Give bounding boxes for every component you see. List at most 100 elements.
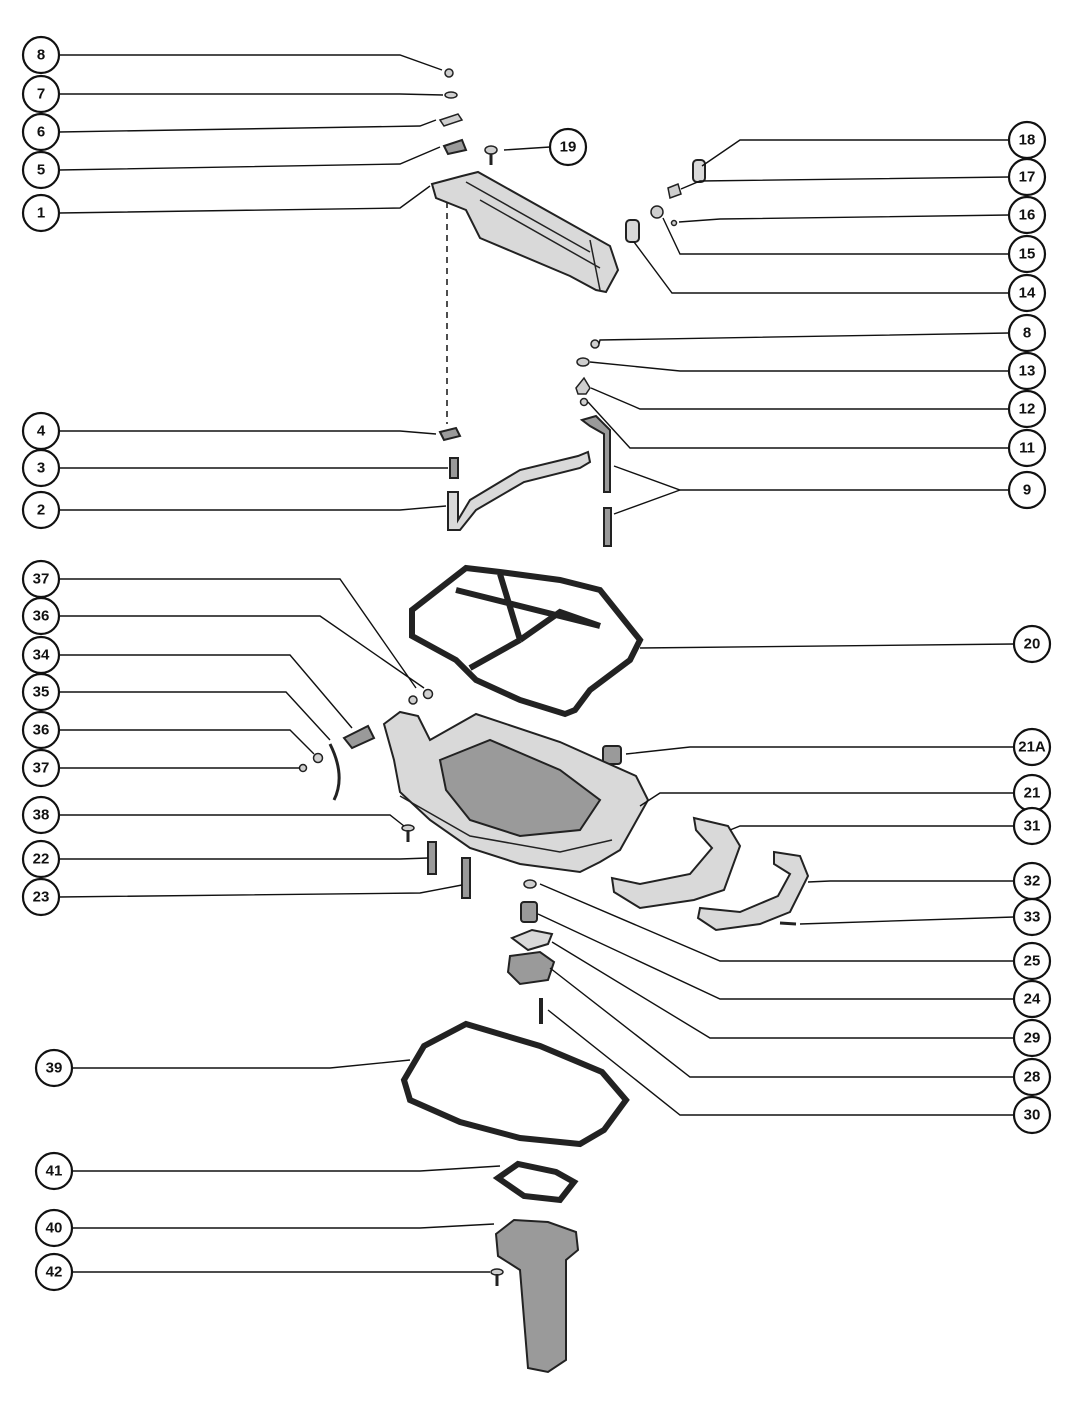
part-28-housing	[506, 950, 556, 986]
part-37a-washer	[408, 695, 418, 705]
part-36a-nut	[422, 688, 434, 700]
callout-8-top: 8	[21, 35, 61, 75]
callout-15: 15	[1007, 234, 1047, 274]
part-22-stud	[427, 841, 437, 875]
svg-text:34: 34	[33, 647, 50, 664]
svg-text:13: 13	[1019, 363, 1036, 380]
part-36b-nut	[312, 752, 324, 764]
callout-6: 6	[21, 112, 61, 152]
part-12-bushing	[575, 376, 591, 395]
callout-8-right: 8	[1007, 313, 1047, 353]
callout-20: 20	[1012, 624, 1052, 664]
callout-21: 21	[1012, 773, 1052, 813]
callout-32: 32	[1012, 861, 1052, 901]
svg-text:15: 15	[1019, 246, 1036, 263]
part-9-shift-shaft-upper	[579, 414, 611, 493]
callout-9: 9	[1007, 470, 1047, 510]
part-16-cotter	[670, 219, 678, 227]
svg-text:11: 11	[1019, 440, 1035, 457]
part-11-washer	[579, 397, 589, 407]
part-5-bracket	[442, 138, 468, 156]
svg-text:35: 35	[33, 684, 50, 701]
leader-lines	[58, 54, 1015, 1273]
svg-text:33: 33	[1024, 909, 1041, 926]
part-34-fitting	[342, 724, 376, 750]
svg-text:30: 30	[1024, 1107, 1041, 1124]
callout-16: 16	[1007, 195, 1047, 235]
callout-19: 19	[548, 127, 588, 167]
svg-text:16: 16	[1019, 207, 1036, 224]
callout-28: 28	[1012, 1057, 1052, 1097]
part-14-bushing	[625, 219, 640, 243]
svg-text:9: 9	[1023, 482, 1031, 499]
callout-42: 42	[34, 1252, 74, 1292]
svg-text:2: 2	[37, 502, 45, 519]
callout-29: 29	[1012, 1018, 1052, 1058]
svg-text:42: 42	[46, 1264, 63, 1281]
part-31-seal	[610, 816, 742, 910]
svg-text:14: 14	[1019, 285, 1036, 302]
svg-text:41: 41	[46, 1163, 63, 1180]
callout-39: 39	[34, 1048, 74, 1088]
callout-17: 17	[1007, 157, 1047, 197]
part-25-washer	[523, 879, 537, 889]
callout-11: 11	[1007, 428, 1047, 468]
part-29-gasket	[509, 928, 554, 952]
callout-4: 4	[21, 411, 61, 451]
parts-illustration	[298, 68, 810, 1374]
svg-text:7: 7	[37, 86, 45, 103]
svg-text:1: 1	[37, 205, 45, 222]
callout-40: 40	[34, 1208, 74, 1248]
svg-text:37: 37	[33, 571, 50, 588]
svg-text:40: 40	[46, 1220, 63, 1237]
part-8b-nut	[590, 339, 600, 349]
part-37b-washer	[298, 763, 308, 773]
part-32-seal	[696, 850, 810, 932]
callout-37-bottom: 37	[21, 748, 61, 788]
part-6-clip	[438, 113, 464, 127]
svg-text:12: 12	[1019, 401, 1036, 418]
part-17-clip	[667, 182, 682, 200]
part-41-gasket	[492, 1160, 579, 1204]
part-1-shift-lever	[430, 170, 620, 294]
callout-2: 2	[21, 490, 61, 530]
svg-text:21A: 21A	[1018, 739, 1046, 756]
svg-text:19: 19	[560, 139, 577, 156]
svg-text:31: 31	[1024, 818, 1041, 835]
callout-1: 1	[21, 193, 61, 233]
part-20-gasket	[409, 564, 644, 718]
callout-34: 34	[21, 635, 61, 675]
part-9-shift-shaft-lower	[603, 507, 612, 547]
callout-25: 25	[1012, 941, 1052, 981]
part-18-bushing	[692, 159, 706, 183]
callout-30: 30	[1012, 1095, 1052, 1135]
callout-38: 38	[21, 795, 61, 835]
svg-text:18: 18	[1019, 132, 1036, 149]
callout-24: 24	[1012, 979, 1052, 1019]
svg-text:20: 20	[1024, 636, 1041, 653]
part-15-pin	[650, 205, 664, 219]
part-40-exhaust-tube	[494, 1218, 580, 1374]
callout-35: 35	[21, 672, 61, 712]
svg-text:36: 36	[33, 608, 50, 625]
svg-text:36: 36	[33, 722, 50, 739]
svg-text:17: 17	[1019, 169, 1036, 186]
callout-36-top: 36	[21, 596, 61, 636]
svg-text:21: 21	[1024, 785, 1041, 802]
callout-5: 5	[21, 150, 61, 190]
part-3-spring	[449, 457, 459, 479]
svg-text:8: 8	[1023, 325, 1031, 342]
svg-text:39: 39	[46, 1060, 63, 1077]
callout-37-top: 37	[21, 559, 61, 599]
svg-text:32: 32	[1024, 873, 1041, 890]
part-24-bushing	[520, 901, 538, 923]
callout-23: 23	[21, 877, 61, 917]
part-35-hose	[328, 743, 341, 801]
callout-21a: 21A	[1012, 727, 1052, 767]
part-39-gasket	[400, 1020, 630, 1148]
part-13-washer	[576, 357, 590, 367]
svg-text:37: 37	[33, 760, 50, 777]
callout-12: 12	[1007, 389, 1047, 429]
callout-14: 14	[1007, 273, 1047, 313]
part-7-washer	[444, 91, 458, 99]
